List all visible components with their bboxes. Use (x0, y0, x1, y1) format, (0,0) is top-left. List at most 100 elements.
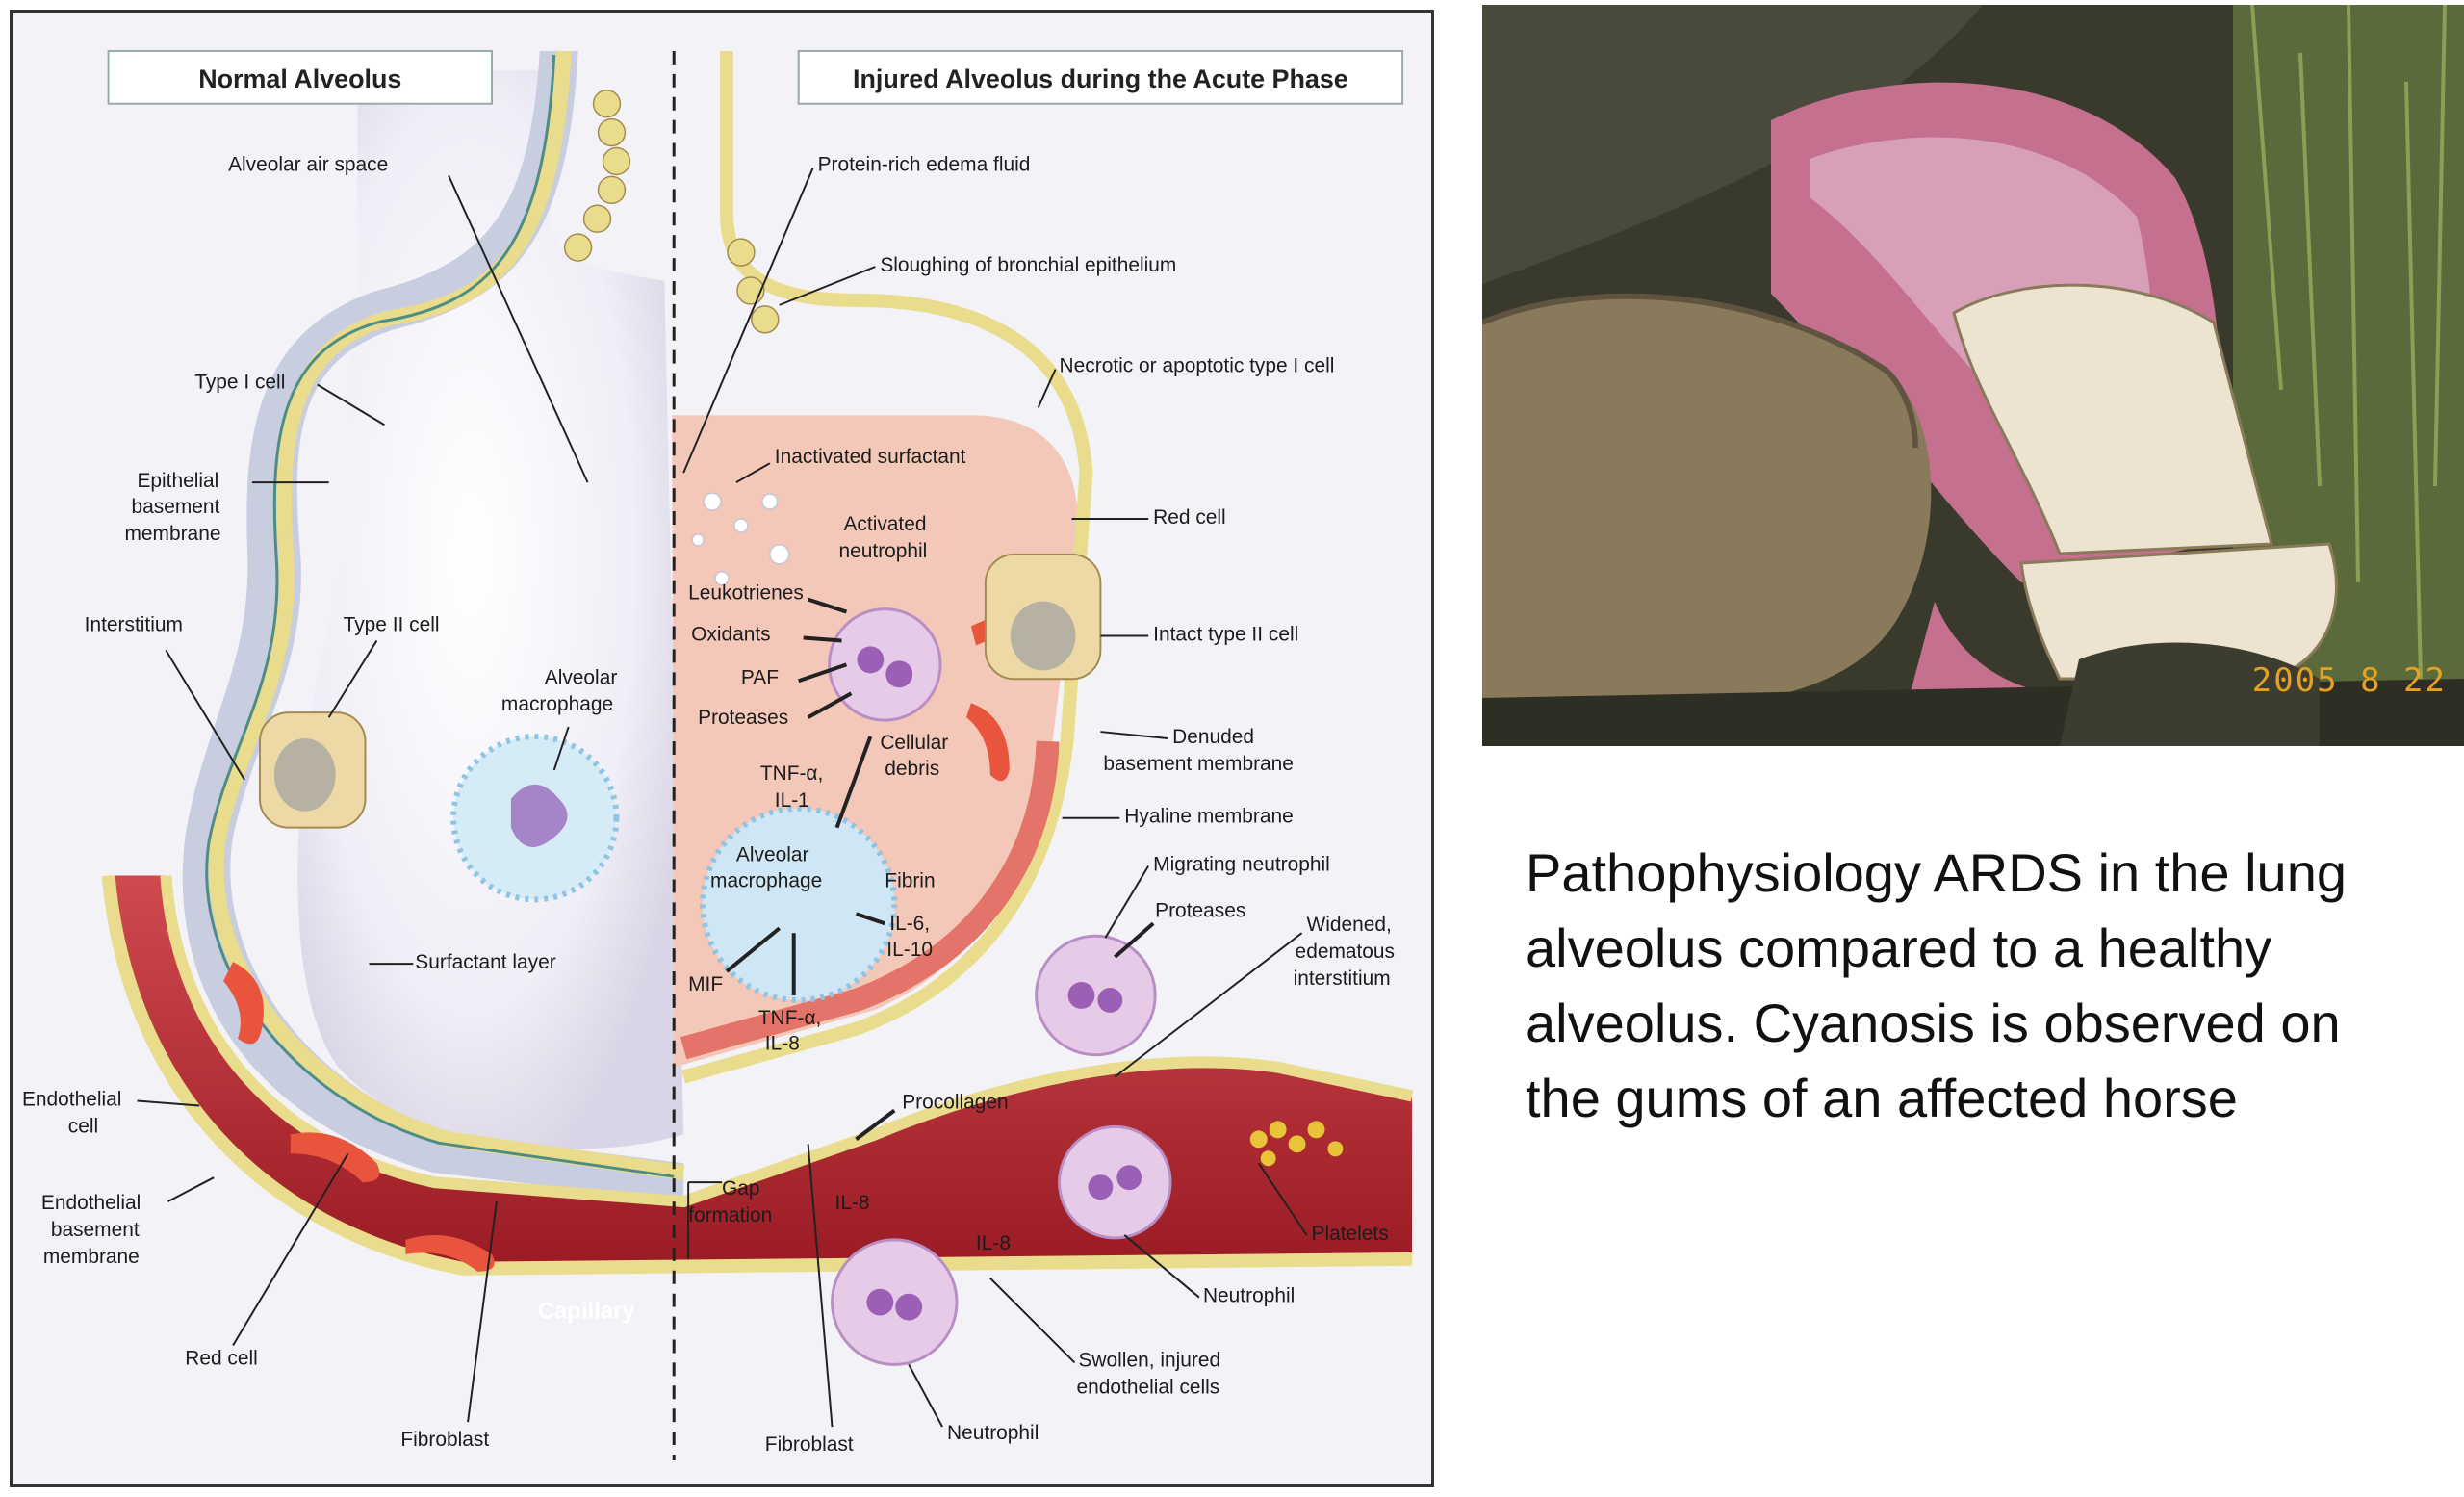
svg-text:basement: basement (51, 1219, 140, 1241)
svg-text:Gap: Gap (722, 1177, 760, 1200)
svg-text:Cellular: Cellular (880, 732, 948, 754)
svg-text:Swollen, injured: Swollen, injured (1078, 1349, 1220, 1371)
label-widened-interstitium: Widened, edematous interstitium (1294, 914, 1395, 990)
photo-date-stamp: 2005 8 22 (2251, 661, 2447, 700)
label-cellular-debris: Cellular debris (880, 732, 948, 780)
svg-text:Alveolar: Alveolar (736, 844, 809, 866)
svg-text:TNF-α,: TNF-α, (760, 762, 824, 785)
intact-type-ii-cell-shape (984, 553, 1102, 681)
fur-top (1482, 5, 1983, 284)
label-red-cell-left: Red cell (185, 1347, 258, 1369)
label-surfactant-layer: Surfactant layer (415, 951, 555, 973)
svg-text:debris: debris (885, 758, 939, 780)
right-epithelium-shape (681, 214, 1093, 1084)
label-inactivated-surfactant: Inactivated surfactant (775, 446, 966, 468)
svg-text:TNF-α,: TNF-α, (758, 1007, 822, 1029)
svg-text:interstitium: interstitium (1294, 968, 1391, 990)
label-sloughing-bronchial-epithelium: Sloughing of bronchial epithelium (880, 254, 1176, 276)
neutrophils-group (828, 607, 1172, 1366)
svg-text:edematous: edematous (1296, 941, 1395, 963)
label-swollen-endothelial: Swollen, injured endothelial cells (1077, 1349, 1221, 1398)
neutrophil-nuclei (857, 646, 1142, 1321)
label-endothelial-cell: Endothelial cell (22, 1088, 121, 1137)
neutrophil-right-shape (1058, 1124, 1172, 1240)
red-cell-shape (223, 962, 264, 1045)
svg-text:IL-6,: IL-6, (889, 913, 930, 935)
inactivated-surfactant-bubbles (691, 492, 790, 586)
label-il8-a: IL-8 (835, 1192, 870, 1214)
label-migrating-neutrophil: Migrating neutrophil (1153, 853, 1330, 875)
type-ii-cell-shape (258, 711, 367, 829)
ards-alveolus-diagram: Normal Alveolus Injured Alveolus during … (10, 10, 1434, 1487)
label-protein-rich-edema-fluid: Protein-rich edema fluid (818, 153, 1031, 175)
svg-text:formation: formation (688, 1204, 772, 1226)
right-panel-title: Injured Alveolus during the Acute Phase (853, 65, 1348, 93)
label-neutrophil-bottom: Neutrophil (947, 1422, 1039, 1444)
label-type-ii-cell: Type II cell (344, 613, 440, 635)
svg-text:basement: basement (131, 496, 219, 518)
label-denuded-basement-membrane: Denuded basement membrane (1103, 726, 1294, 775)
svg-text:basement membrane: basement membrane (1103, 753, 1294, 775)
label-activated-neutrophil: Activated neutrophil (839, 513, 928, 562)
migrating-neutrophil-shape (1035, 934, 1157, 1057)
label-fibrin: Fibrin (885, 869, 935, 891)
svg-text:Endothelial: Endothelial (22, 1088, 121, 1110)
label-mif: MIF (688, 973, 723, 995)
label-neutrophil-right: Neutrophil (1203, 1285, 1295, 1307)
label-fibroblast-left: Fibroblast (400, 1429, 489, 1451)
label-oxidants: Oxidants (691, 623, 771, 645)
svg-text:Alveolar: Alveolar (545, 666, 618, 688)
label-type-i-cell: Type I cell (194, 372, 285, 394)
diagram-svg: Normal Alveolus Injured Alveolus during … (13, 13, 1431, 1484)
svg-text:IL-8: IL-8 (765, 1033, 800, 1055)
activated-neutrophil-shape (828, 607, 942, 722)
grass-blades (2250, 5, 2447, 680)
label-hyaline-membrane: Hyaline membrane (1124, 806, 1293, 828)
alveolar-macrophage-left-shape (450, 734, 620, 903)
svg-text:IL-10: IL-10 (886, 939, 933, 961)
svg-text:Widened,: Widened, (1307, 914, 1392, 936)
label-alveolar-macrophage-right: Alveolar macrophage (710, 844, 822, 892)
alveolar-macrophage-right-shape (700, 805, 898, 1003)
label-proteases-left: Proteases (698, 707, 788, 729)
label-paf: PAF (741, 666, 779, 688)
label-gap-formation: Gap formation (688, 1177, 772, 1226)
svg-text:membrane: membrane (43, 1246, 140, 1268)
label-capillary: Capillary (538, 1299, 636, 1325)
neutrophil-bottom-shape (831, 1238, 959, 1366)
label-epithelial-basement-membrane: Epithelial basement membrane (125, 470, 221, 545)
left-header-box (107, 49, 493, 105)
right-header-box (797, 49, 1404, 105)
hyaline-membrane-shape (680, 740, 1060, 1060)
svg-text:Denuded: Denuded (1172, 726, 1254, 748)
svg-text:macrophage: macrophage (710, 869, 822, 891)
svg-text:Endothelial: Endothelial (41, 1192, 141, 1214)
label-tnf-il1: TNF-α, IL-1 (760, 762, 824, 812)
label-platelets: Platelets (1312, 1223, 1389, 1245)
label-interstitium: Interstitium (85, 613, 183, 635)
horse-gums-photo: 2005 8 22 (1482, 5, 2464, 746)
svg-text:neutrophil: neutrophil (839, 540, 928, 562)
platelets-shape (1249, 1121, 1344, 1167)
bronchial-epithelium-cells (563, 90, 780, 334)
svg-text:endothelial cells: endothelial cells (1077, 1376, 1220, 1398)
label-red-cell-right: Red cell (1153, 506, 1226, 529)
label-intact-type-ii-cell: Intact type II cell (1153, 623, 1298, 645)
svg-text:membrane: membrane (125, 523, 221, 545)
red-cell-shape (405, 1234, 495, 1272)
label-il6-il10: IL-6, IL-10 (886, 913, 933, 961)
svg-text:macrophage: macrophage (501, 693, 613, 715)
svg-text:Epithelial: Epithelial (137, 470, 218, 492)
label-leukotrienes: Leukotrienes (688, 582, 804, 605)
label-fibroblast-right: Fibroblast (765, 1433, 854, 1456)
label-tnf-il8: TNF-α, IL-8 (758, 1007, 822, 1055)
label-endothelial-basement-membrane: Endothelial basement membrane (41, 1192, 141, 1268)
photo-svg (1482, 5, 2464, 746)
label-procollagen: Procollagen (902, 1091, 1008, 1113)
interstitium-shape (182, 50, 684, 1202)
red-cell-shape (965, 703, 1010, 782)
mediator-arrows (798, 597, 853, 719)
tooth-upper (1952, 283, 2273, 555)
label-proteases-right: Proteases (1155, 899, 1245, 921)
caption-text: Pathophysiology ARDS in the lung alveolu… (1526, 842, 2347, 1128)
